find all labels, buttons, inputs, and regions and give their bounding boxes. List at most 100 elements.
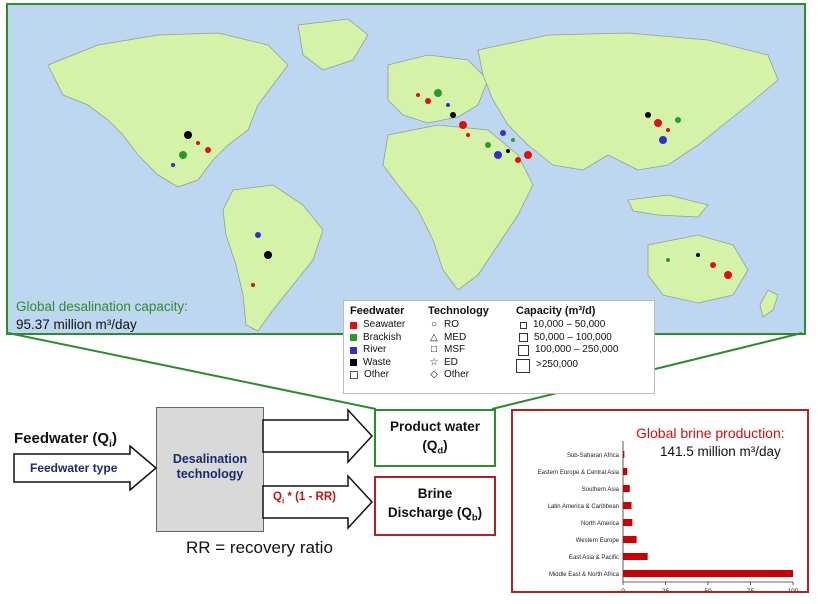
x-tick-label: 100 bbox=[788, 588, 799, 591]
brine-bar bbox=[623, 468, 628, 475]
plant-marker bbox=[179, 151, 187, 159]
desalination-technology-box: Desalination technology bbox=[156, 407, 264, 532]
plant-marker bbox=[724, 271, 732, 279]
legend-label: 50,000 – 100,000 bbox=[534, 331, 612, 343]
x-tick-label: 75 bbox=[747, 588, 755, 591]
brine-bar bbox=[623, 451, 625, 458]
x-tick-label: 0 bbox=[621, 588, 625, 591]
plant-marker bbox=[251, 283, 255, 287]
indonesia-landmass bbox=[627, 194, 709, 218]
x-tick-label: 25 bbox=[662, 588, 670, 591]
plant-marker bbox=[425, 98, 431, 104]
brine-bar bbox=[623, 502, 632, 509]
legend-label: River bbox=[363, 344, 387, 355]
desalination-technology-label: Desalination technology bbox=[172, 452, 248, 481]
plant-marker bbox=[524, 151, 532, 159]
technology-legend-title: Technology bbox=[428, 305, 489, 317]
category-label: Western Europe bbox=[576, 538, 620, 544]
brine-discharge-box: Brine Discharge (Qb) bbox=[374, 476, 496, 536]
legend-label: 100,000 – 250,000 bbox=[535, 344, 619, 355]
australia-landmass bbox=[647, 234, 749, 304]
desalination-plant-markers bbox=[171, 89, 732, 287]
legend-item-waste: Waste bbox=[350, 357, 405, 370]
legend-item-tech-other: ◇Other bbox=[428, 369, 489, 382]
category-label: Eastern Europe & Central Asia bbox=[538, 470, 620, 476]
plant-marker bbox=[485, 142, 491, 148]
feedwater-type-label: Feedwater type bbox=[30, 461, 118, 475]
star-icon: ☆ bbox=[429, 356, 439, 368]
plant-marker bbox=[675, 117, 681, 123]
brine-bar bbox=[623, 553, 648, 560]
plant-marker bbox=[666, 128, 670, 132]
plant-marker bbox=[446, 103, 450, 107]
brine-arrow bbox=[262, 474, 374, 530]
legend-item-ro: ○ RO bbox=[428, 319, 489, 332]
legend-item-cap-3: 100,000 – 250,000 bbox=[516, 344, 618, 357]
category-label: North America bbox=[581, 521, 620, 527]
plant-marker bbox=[434, 89, 442, 97]
plant-marker bbox=[659, 136, 667, 144]
capacity-title: Global desalination capacity: bbox=[16, 299, 188, 314]
category-label: Southern Asia bbox=[582, 487, 620, 493]
diamond-icon: ◇ bbox=[430, 369, 438, 380]
brine-production-title: Global brine production: bbox=[636, 425, 785, 441]
product-water-label: Product water bbox=[389, 419, 481, 434]
other-swatch bbox=[350, 371, 358, 380]
category-label: Middle East & North Africa bbox=[549, 572, 620, 578]
brine-formula: Qi * (1 - RR) bbox=[273, 491, 336, 506]
plant-marker bbox=[459, 121, 467, 129]
legend-item-cap-2: 50,000 – 100,000 bbox=[516, 332, 618, 345]
plant-marker bbox=[264, 251, 272, 259]
legend-item-med: △ MED bbox=[428, 332, 489, 345]
legend-item-river: River bbox=[350, 344, 405, 357]
plant-marker bbox=[416, 93, 420, 97]
plant-marker bbox=[511, 138, 515, 142]
brackish-swatch bbox=[350, 334, 357, 342]
brine-bar bbox=[623, 519, 633, 526]
south-america-landmass bbox=[222, 184, 324, 332]
legend-label: MED bbox=[444, 331, 467, 343]
legend-label: Other bbox=[364, 369, 390, 380]
triangle-icon: △ bbox=[430, 331, 438, 343]
product-water-text: Product water (Qd) bbox=[376, 417, 494, 461]
north-america-landmass bbox=[47, 32, 289, 188]
new-zealand-landmass bbox=[759, 289, 779, 318]
legend-item-seawater: Seawater bbox=[350, 319, 405, 332]
plant-marker bbox=[494, 151, 502, 159]
circle-icon: ○ bbox=[430, 319, 438, 330]
legend-label: Seawater bbox=[363, 319, 406, 330]
brine-production-value: 141.5 million m³/day bbox=[660, 444, 781, 459]
plant-marker bbox=[500, 130, 506, 136]
brine-label: Brine bbox=[417, 486, 453, 501]
legend-label: Brackish bbox=[363, 331, 402, 343]
legend-item-ed: ☆ED bbox=[428, 357, 489, 370]
plant-marker bbox=[696, 253, 700, 257]
product-arrow bbox=[262, 408, 374, 464]
legend-item-cap-1: 10,000 – 50,000 bbox=[516, 319, 618, 332]
plant-marker bbox=[710, 262, 716, 268]
legend-label: RO bbox=[444, 319, 459, 330]
legend-item-msf: □MSF bbox=[428, 344, 489, 357]
plant-marker bbox=[196, 141, 200, 145]
category-label: Sub-Saharan Africa bbox=[567, 453, 620, 459]
brine-bar bbox=[623, 536, 637, 543]
brine-discharge-symbol: Discharge (Qb) bbox=[387, 505, 483, 524]
funnel-line-left bbox=[7, 332, 377, 410]
capacity-legend-title: Capacity (m³/d) bbox=[516, 305, 596, 317]
plant-marker bbox=[654, 119, 662, 127]
plant-marker bbox=[184, 131, 192, 139]
plant-marker bbox=[515, 157, 521, 163]
plant-marker bbox=[171, 163, 175, 167]
feedwater-legend: Feedwater Seawater Brackish River Waste … bbox=[350, 305, 405, 382]
greenland-landmass bbox=[297, 18, 369, 71]
legend-label: Waste bbox=[363, 356, 391, 368]
legend-item-brackish: Brackish bbox=[350, 332, 405, 345]
legend-item-cap-4: >250,000 bbox=[516, 357, 618, 375]
brine-bar bbox=[623, 485, 630, 492]
capacity-square-small bbox=[520, 321, 527, 329]
plant-marker bbox=[645, 112, 651, 118]
asia-landmass bbox=[477, 32, 779, 171]
